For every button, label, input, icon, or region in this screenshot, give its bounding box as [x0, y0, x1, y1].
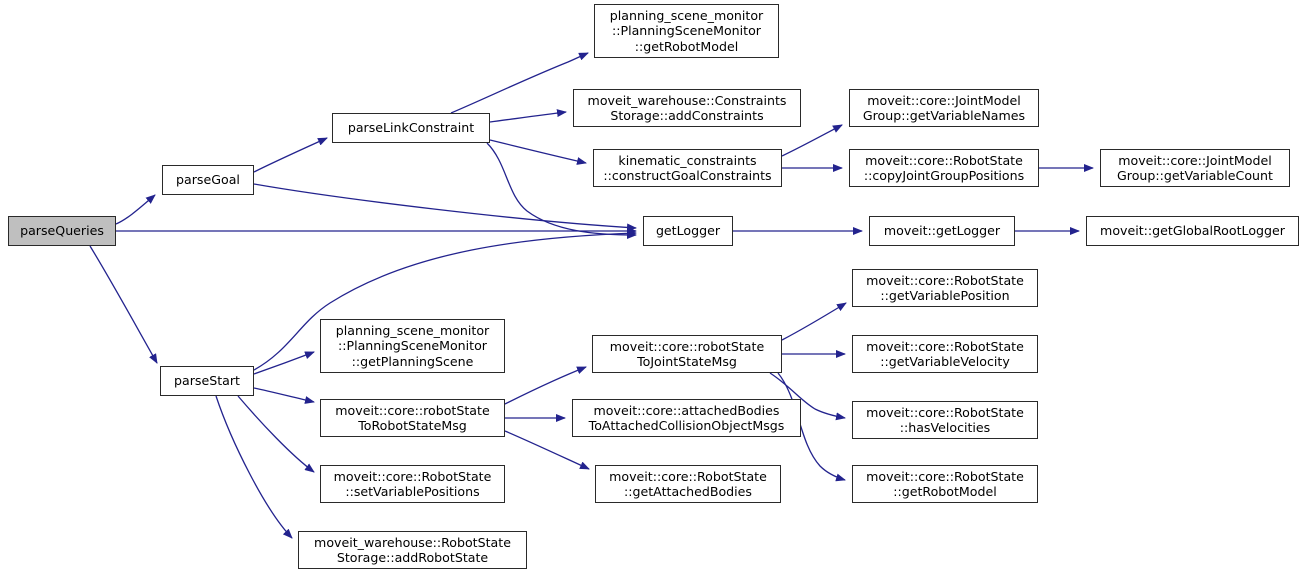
graph-node-label: moveit::core::RobotState ::getAttachedBo… [609, 468, 767, 499]
call-edge [115, 194, 156, 225]
graph-node-label: planning_scene_monitor ::PlanningSceneMo… [609, 7, 764, 54]
graph-node-label: kinematic_constraints ::constructGoalCon… [603, 152, 772, 183]
graph-node-label: moveit::core::RobotState ::getVariableVe… [866, 338, 1024, 369]
graph-node-label: getLogger [655, 223, 721, 239]
call-edge [253, 387, 315, 404]
call-edge [781, 302, 847, 341]
call-edge [253, 137, 328, 173]
graph-node-label: moveit::core::JointModel Group::getVaria… [862, 92, 1026, 123]
graph-node-setVariablePositions[interactable]: moveit::core::RobotState ::setVariablePo… [320, 465, 505, 503]
call-edge [215, 395, 293, 539]
graph-node-label: moveit::core::RobotState ::copyJointGrou… [863, 152, 1025, 183]
graph-node-getVariableNames[interactable]: moveit::core::JointModel Group::getVaria… [849, 89, 1039, 127]
graph-node-getLogger[interactable]: getLogger [643, 216, 733, 246]
graph-node-moveitGetLogger[interactable]: moveit::getLogger [869, 216, 1015, 246]
graph-node-label: parseQueries [20, 223, 104, 239]
graph-node-copyJointGroupPositions[interactable]: moveit::core::RobotState ::copyJointGrou… [849, 149, 1039, 187]
graph-node-addRobotState[interactable]: moveit_warehouse::RobotState Storage::ad… [298, 531, 527, 569]
graph-node-label: moveit::getGlobalRootLogger [1100, 223, 1285, 239]
graph-node-getVariableVelocity[interactable]: moveit::core::RobotState ::getVariableVe… [852, 335, 1038, 373]
call-edge [237, 395, 315, 473]
graph-node-getGlobalRootLogger[interactable]: moveit::getGlobalRootLogger [1086, 216, 1299, 246]
graph-node-label: parseGoal [176, 172, 240, 188]
graph-node-label: moveit::core::JointModel Group::getVaria… [1117, 152, 1273, 183]
graph-node-label: parseLinkConstraint [347, 120, 475, 136]
graph-node-label: moveit_warehouse::RobotState Storage::ad… [314, 534, 511, 565]
call-edge [253, 351, 315, 375]
graph-node-label: moveit::core::robotState ToJointStateMsg [609, 338, 765, 369]
graph-node-label: moveit::core::RobotState ::getVariablePo… [866, 272, 1024, 303]
graph-node-robotStateToRobotStateMsg[interactable]: moveit::core::robotState ToRobotStateMsg [320, 399, 505, 437]
graph-node-label: moveit_warehouse::Constraints Storage::a… [587, 92, 787, 123]
graph-node-getVariableCount[interactable]: moveit::core::JointModel Group::getVaria… [1100, 149, 1290, 187]
graph-node-psmGetPlanningScene[interactable]: planning_scene_monitor ::PlanningSceneMo… [320, 319, 505, 373]
graph-node-psmGetRobotModel[interactable]: planning_scene_monitor ::PlanningSceneMo… [594, 4, 779, 58]
graph-node-label: parseStart [174, 373, 240, 389]
graph-node-label: moveit::core::RobotState ::getRobotModel [866, 468, 1024, 499]
graph-node-hasVelocities[interactable]: moveit::core::RobotState ::hasVelocities [852, 401, 1038, 439]
graph-node-label: moveit::core::RobotState ::hasVelocities [866, 404, 1024, 435]
graph-node-label: planning_scene_monitor ::PlanningSceneMo… [335, 322, 490, 369]
graph-node-label: moveit::core::attachedBodies ToAttachedC… [588, 402, 785, 433]
graph-node-label: moveit::getLogger [883, 223, 1001, 239]
call-edge [489, 109, 567, 123]
graph-node-parseLinkConstraint[interactable]: parseLinkConstraint [332, 113, 490, 143]
graph-node-parseGoal[interactable]: parseGoal [162, 165, 254, 195]
call-edge [489, 139, 587, 165]
graph-node-attachedBodiesToMsgs[interactable]: moveit::core::attachedBodies ToAttachedC… [572, 399, 801, 437]
graph-node-getRobotModel[interactable]: moveit::core::RobotState ::getRobotModel [852, 465, 1038, 503]
graph-node-robotStateToJointStateMsg[interactable]: moveit::core::robotState ToJointStateMsg [592, 335, 782, 373]
graph-node-constructGoalConstraints[interactable]: kinematic_constraints ::constructGoalCon… [593, 149, 782, 187]
graph-node-parseQueries[interactable]: parseQueries [8, 216, 116, 246]
call-edge [450, 52, 589, 114]
graph-node-addConstraints[interactable]: moveit_warehouse::Constraints Storage::a… [573, 89, 801, 127]
graph-node-parseStart[interactable]: parseStart [160, 366, 254, 396]
graph-node-getAttachedBodies[interactable]: moveit::core::RobotState ::getAttachedBo… [595, 465, 781, 503]
call-edge [89, 245, 158, 364]
graph-node-getVariablePosition[interactable]: moveit::core::RobotState ::getVariablePo… [852, 269, 1038, 307]
graph-node-label: moveit::core::RobotState ::setVariablePo… [333, 468, 492, 499]
graph-node-label: moveit::core::robotState ToRobotStateMsg [335, 402, 490, 433]
call-edge [253, 183, 637, 232]
call-edge [781, 124, 843, 157]
